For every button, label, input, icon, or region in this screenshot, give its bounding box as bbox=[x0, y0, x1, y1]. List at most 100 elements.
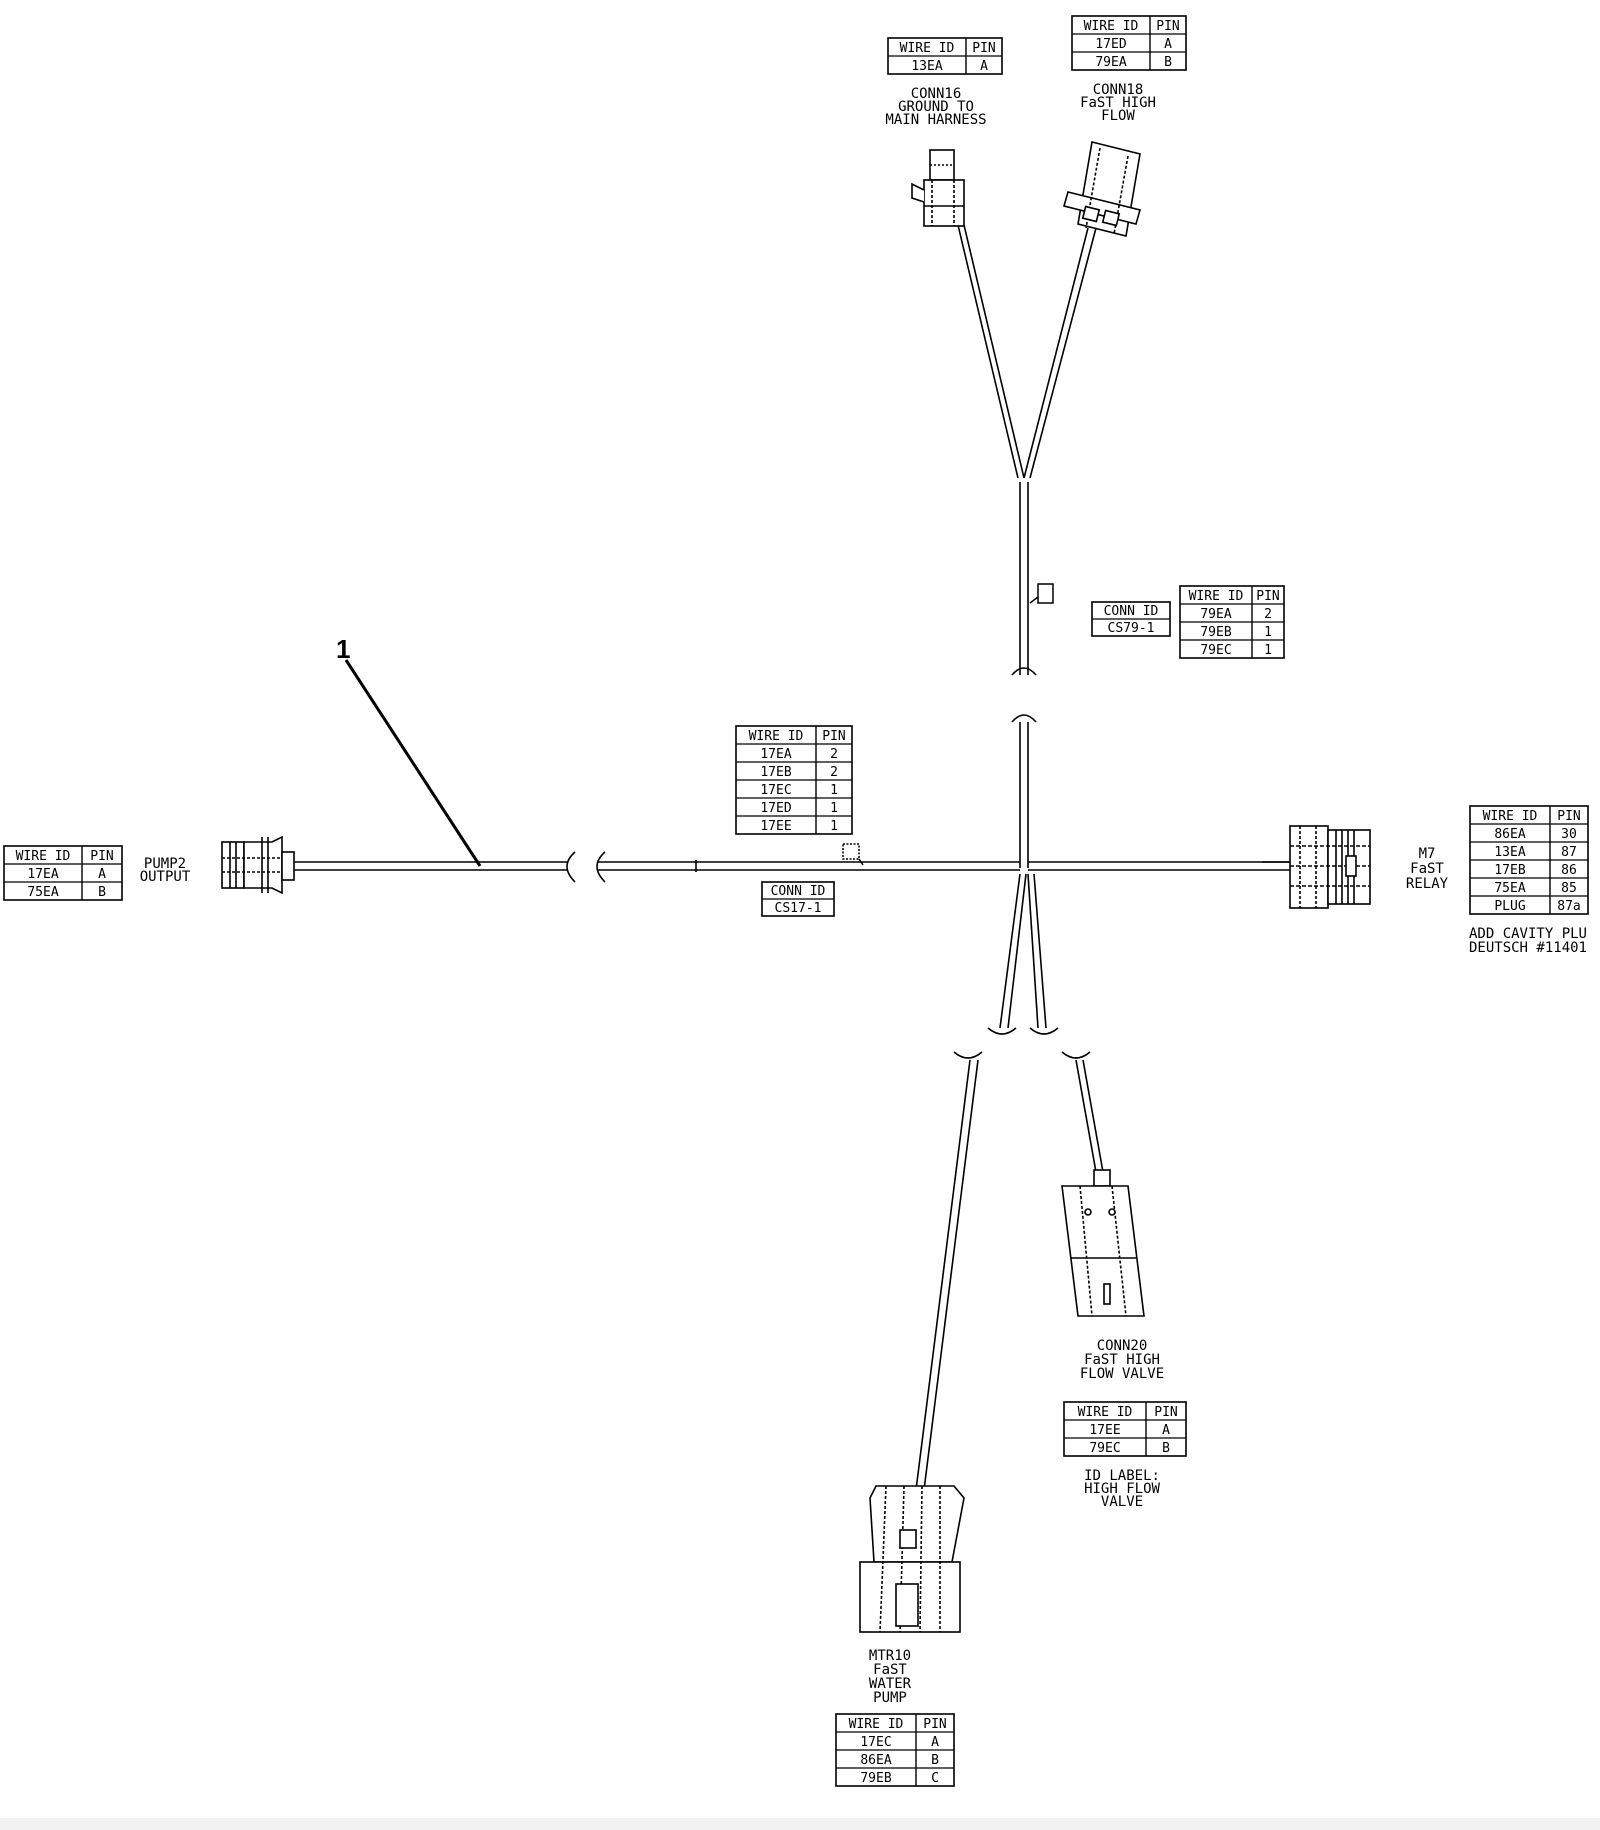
cs17-table-pin: 2 bbox=[830, 765, 838, 780]
conn20-note-line: HIGH FLOW bbox=[1084, 1481, 1160, 1497]
conn16-connector bbox=[911, 149, 965, 227]
conn16-table-header-wire: WIRE ID bbox=[900, 41, 955, 56]
pump2-table-pin: B bbox=[98, 885, 106, 900]
cs17-table-header-wire: WIRE ID bbox=[749, 729, 804, 744]
mtr10-label-line: PUMP bbox=[873, 1690, 907, 1706]
conn18-table-pin: B bbox=[1164, 55, 1172, 70]
pump2-label-line: PUMP2 bbox=[144, 856, 186, 872]
conn18-label-line: FLOW bbox=[1101, 108, 1135, 124]
conn20-table-header-wire: WIRE ID bbox=[1078, 1405, 1133, 1420]
wire-tables: WIRE ID PIN 13EA A WIRE ID PIN 17ED A 79EA B WIRE … bbox=[3, 15, 1589, 1787]
m7-note-line: ADD CAVITY PLU bbox=[1469, 926, 1587, 942]
m7-label-line: RELAY bbox=[1406, 876, 1449, 892]
splice-cs17-marker bbox=[842, 843, 860, 860]
conn20-table-border bbox=[1063, 1401, 1187, 1457]
conn18-label-line: FaST HIGH bbox=[1080, 95, 1156, 111]
cs17-conn-id-header: CONN ID bbox=[771, 884, 826, 899]
conn18-table-header-wire: WIRE ID bbox=[1084, 19, 1139, 34]
conn20-connector bbox=[1061, 1169, 1145, 1317]
cs17-table-header-pin: PIN bbox=[822, 729, 845, 744]
mtr10-label-line: WATER bbox=[869, 1676, 912, 1692]
mtr10-table-wire-id: 79EB bbox=[860, 1771, 891, 1786]
main-wire-left bbox=[294, 851, 1020, 883]
conn20-table-wire-id: 79EC bbox=[1089, 1441, 1120, 1456]
m7-table-pin: 87a bbox=[1557, 899, 1580, 914]
cs17-conn-id-value: CS17-1 bbox=[775, 901, 822, 916]
m7-table-pin: 30 bbox=[1561, 827, 1577, 842]
cs79-table-pin: 1 bbox=[1264, 643, 1272, 658]
cs17-table-wire-id: 17EC bbox=[760, 783, 791, 798]
callout-number: 1 bbox=[336, 634, 350, 664]
conn20-table-pin: B bbox=[1162, 1441, 1170, 1456]
cs17-table-wire-id: 17ED bbox=[760, 801, 791, 816]
m7-relay-connector bbox=[1262, 825, 1371, 909]
conn20-table-wire-id: 17EE bbox=[1089, 1423, 1120, 1438]
branch-wire-conn16 bbox=[957, 224, 1025, 479]
pump2-table-header-pin: PIN bbox=[90, 849, 113, 864]
cs79-table-header-wire: WIRE ID bbox=[1189, 589, 1244, 604]
conn18-table-border bbox=[1071, 15, 1187, 71]
conn20-label-line: FLOW VALVE bbox=[1080, 1366, 1164, 1382]
conn20-table-pin: A bbox=[1162, 1423, 1170, 1438]
conn20-label-line: FaST HIGH bbox=[1084, 1352, 1160, 1368]
mtr10-label-line: FaST bbox=[873, 1662, 907, 1678]
conn20-table-header-pin: PIN bbox=[1154, 1405, 1177, 1420]
m7-table-wire-id: 86EA bbox=[1494, 827, 1525, 842]
m7-table-wire-id: PLUG bbox=[1494, 899, 1525, 914]
conn18-table-header-pin: PIN bbox=[1156, 19, 1179, 34]
callout-leader bbox=[344, 659, 482, 867]
branch-wire-mtr10 bbox=[915, 1051, 983, 1491]
cs17-conn-id-box: CONN ID CS17-1 bbox=[761, 881, 835, 917]
m7-table-pin: 85 bbox=[1561, 881, 1577, 896]
m7-note-line: DEUTSCH #11401 bbox=[1469, 940, 1587, 956]
conn20-note-line: VALVE bbox=[1101, 1494, 1143, 1510]
main-wire-right bbox=[1028, 861, 1290, 871]
mtr10-table-wire-id: 17EC bbox=[860, 1735, 891, 1750]
cs17-table-pin: 1 bbox=[830, 783, 838, 798]
mtr10-table-header-wire: WIRE ID bbox=[849, 1717, 904, 1732]
cs79-table-pin: 1 bbox=[1264, 625, 1272, 640]
mtr10-table-pin: B bbox=[931, 1753, 939, 1768]
pump2-table-wire-id: 17EA bbox=[27, 867, 58, 882]
cs79-table-wire-id: 79EA bbox=[1200, 607, 1231, 622]
conn16-label-line: GROUND TO bbox=[898, 99, 974, 115]
conn18-label-line: CONN18 bbox=[1093, 82, 1144, 98]
branch-wire-conn20 bbox=[1061, 1051, 1104, 1173]
conn18-connector bbox=[1063, 141, 1141, 237]
m7-table-pin: 86 bbox=[1561, 863, 1577, 878]
conn16-table-pin: A bbox=[980, 59, 988, 74]
mtr10-table-header-pin: PIN bbox=[923, 1717, 946, 1732]
pump2-label-line: OUTPUT bbox=[140, 869, 191, 885]
cs79-table-wire-id: 79EB bbox=[1200, 625, 1231, 640]
branch-wire-conn18 bbox=[1023, 227, 1097, 479]
conn16-table-wire-id: 13EA bbox=[911, 59, 942, 74]
conn18-table-wire-id: 79EA bbox=[1095, 55, 1126, 70]
pump2-table-pin: A bbox=[98, 867, 106, 882]
conn18-table-wire-id: 17ED bbox=[1095, 37, 1126, 52]
cs79-conn-id-header: CONN ID bbox=[1104, 604, 1159, 619]
trunk-wire-vertical bbox=[1011, 482, 1037, 868]
cs79-table-header-pin: PIN bbox=[1256, 589, 1279, 604]
branch-wire-lower bbox=[987, 873, 1059, 1035]
mtr10-connector bbox=[859, 1485, 965, 1633]
cs17-table-pin: 1 bbox=[830, 801, 838, 816]
pump2-table-header-wire: WIRE ID bbox=[16, 849, 71, 864]
m7-table-wire-id: 75EA bbox=[1494, 881, 1525, 896]
splice-cs79-marker bbox=[1037, 583, 1054, 604]
conn16-label-line: CONN16 bbox=[911, 86, 962, 102]
